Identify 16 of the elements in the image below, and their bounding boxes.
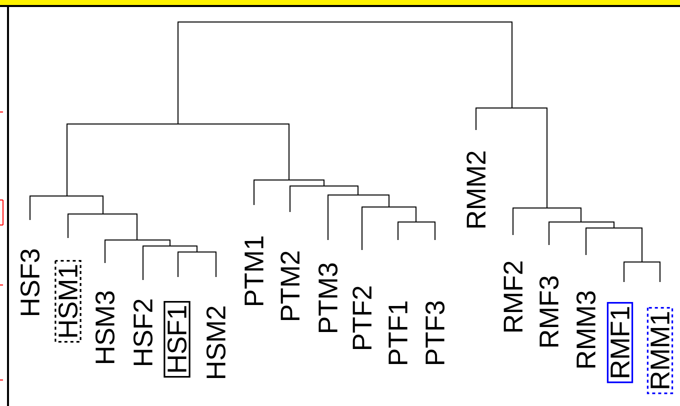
leaf-label: RMF2 — [504, 262, 522, 332]
leaf-label: RMM2 — [466, 152, 486, 228]
leaf-label: PTM2 — [280, 252, 300, 320]
leaf-label: RMF3 — [539, 276, 559, 346]
highlight-box: RMM1 — [646, 307, 674, 394]
leaf-label: RMM3 — [576, 291, 596, 368]
leaf-label: PTM1 — [244, 236, 264, 305]
leaf-label: HSF2 — [133, 300, 153, 365]
highlight-box: HSM1 — [54, 260, 82, 343]
leaf-label: PTM3 — [318, 263, 338, 332]
leaf-label: PTF2 — [352, 286, 372, 349]
leaf-label: PTF1 — [388, 302, 408, 364]
leaf-label: PTF3 — [425, 301, 445, 364]
highlight-box: HSF1 — [164, 301, 190, 378]
leaf-label: HSM3 — [95, 291, 115, 363]
highlight-box: RMF1 — [606, 302, 634, 384]
